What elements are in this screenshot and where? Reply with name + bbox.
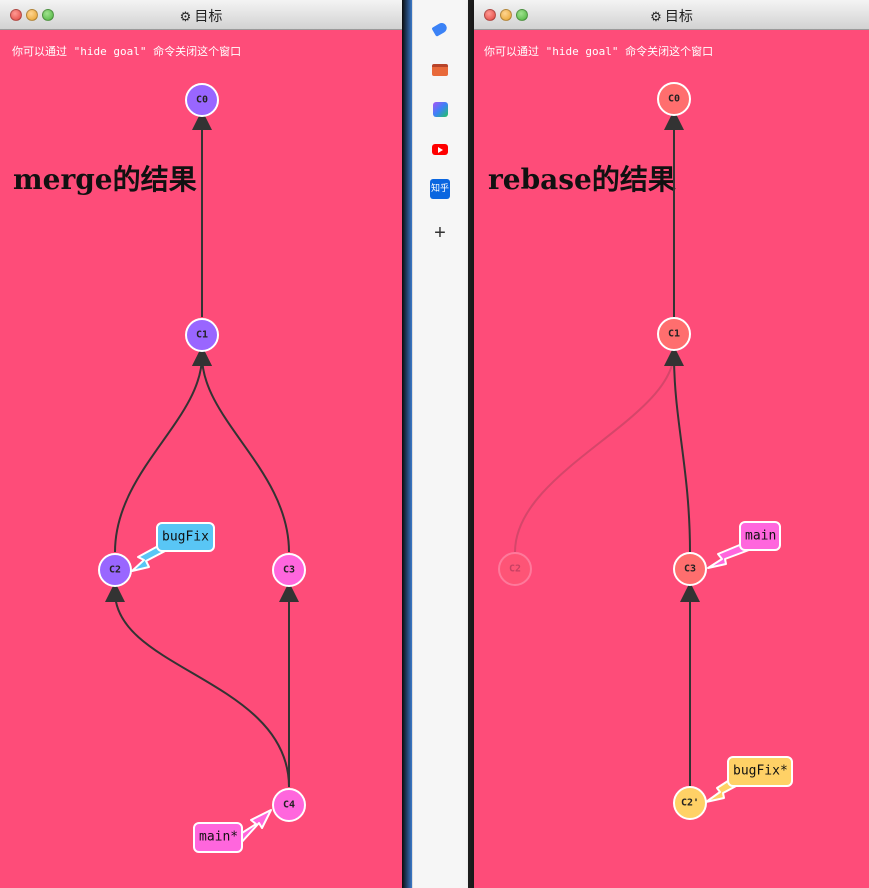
svg-text:C2: C2 [509,564,521,575]
commit-c0[interactable]: C0 [185,83,219,117]
window-title: 目标 [664,8,693,24]
window-title: 目标 [194,8,223,24]
minimize-button[interactable] [500,9,512,21]
commit-c0[interactable]: C0 [657,82,691,116]
branch-bugfix[interactable]: bugFix [131,522,215,572]
svg-text:C2: C2 [109,565,121,576]
svg-text:bugFix*: bugFix* [733,764,788,779]
commit-c1[interactable]: C1 [185,318,219,352]
toolbox-icon[interactable] [429,58,451,80]
browser-sidebar: 知乎 + [412,0,470,888]
commit-c3[interactable]: C3 [673,552,707,586]
svg-text:C1: C1 [668,329,680,340]
svg-text:C3: C3 [283,565,295,576]
svg-text:C3: C3 [684,564,696,575]
edge-c2-c1-faded [514,351,675,553]
maximize-button[interactable] [42,9,54,21]
svg-text:C0: C0 [668,94,680,105]
close-button[interactable] [10,9,22,21]
rebase-commit-graph: C0 C1 C2 C3 C2' main bugFix* [498,82,793,820]
commit-c3[interactable]: C3 [272,553,306,587]
svg-text:bugFix: bugFix [162,530,209,545]
gear-icon: ⚙ [650,9,662,24]
pen-icon[interactable] [429,98,451,120]
rebase-caption: rebase的结果 [488,163,676,196]
edge-c4-c2 [105,582,290,788]
svg-text:C2': C2' [681,798,699,809]
tag-icon[interactable] [429,18,451,40]
branch-main[interactable]: main* [193,809,272,853]
youtube-icon[interactable] [429,138,451,160]
svg-text:C1: C1 [196,330,208,341]
window-titlebar[interactable]: ⚙目标 [0,0,402,30]
branch-bugfix[interactable]: bugFix* [705,756,793,803]
merge-caption: merge的结果 [13,163,197,196]
svg-text:main: main [745,529,776,544]
svg-text:C4: C4 [283,800,295,811]
hide-goal-hint: 你可以通过 "hide goal" 命令关闭这个窗口 [484,45,714,58]
close-button[interactable] [484,9,496,21]
edge-c3-c1 [664,346,691,553]
branch-main[interactable]: main [707,521,781,569]
edge-c3-c1 [192,346,290,553]
hide-goal-hint: 你可以通过 "hide goal" 命令关闭这个窗口 [12,45,242,58]
zhihu-icon[interactable]: 知乎 [429,178,451,200]
add-icon[interactable]: + [434,222,446,244]
commit-c1[interactable]: C1 [657,317,691,351]
window-titlebar[interactable]: ⚙目标 [474,0,869,30]
commit-c4[interactable]: C4 [272,788,306,822]
maximize-button[interactable] [516,9,528,21]
commit-c2[interactable]: C2 [98,553,132,587]
rebase-goal-window: ⚙目标 你可以通过 "hide goal" 命令关闭这个窗口 rebase的结果… [474,0,869,888]
merge-commit-graph: C0 C1 C2 C3 C4 bugFix main* [98,83,306,853]
minimize-button[interactable] [26,9,38,21]
svg-text:C0: C0 [196,95,208,106]
commit-c2-faded[interactable]: C2 [498,552,532,586]
merge-goal-window: ⚙目标 你可以通过 "hide goal" 命令关闭这个窗口 merge的结果 … [0,0,402,888]
window-divider [468,0,474,888]
desktop-strip [402,0,412,888]
svg-text:main*: main* [199,830,238,845]
edge-c2-c1 [114,346,212,553]
commit-c2-prime[interactable]: C2' [673,786,707,820]
gear-icon: ⚙ [179,9,192,24]
